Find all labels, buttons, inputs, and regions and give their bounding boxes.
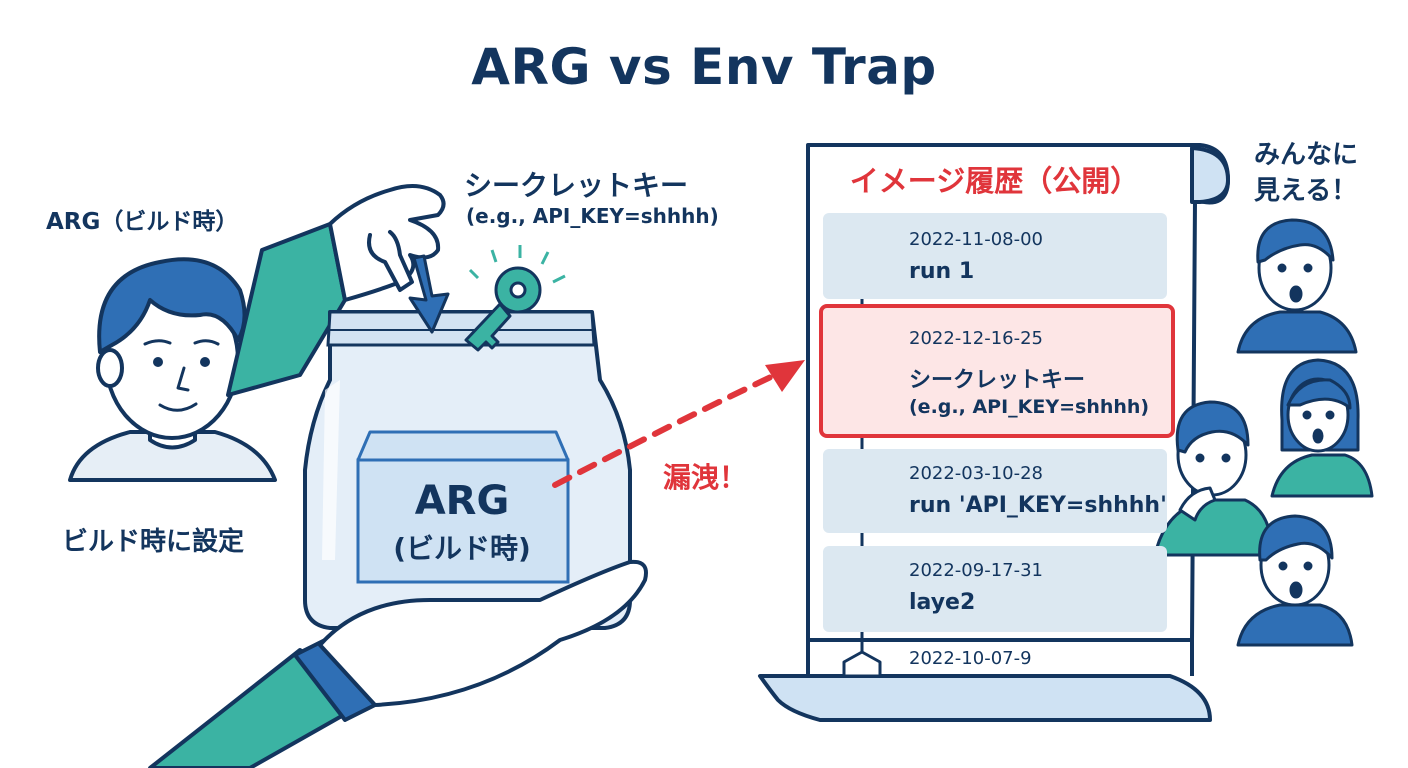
entry-date: 2022-11-08-00 [909,229,1044,250]
leak-label: 漏洩！ [663,461,748,494]
bag-illustration [303,310,632,630]
entry-sub: (e.g., API_KEY=shhhh) [909,396,1150,418]
key-icon [464,245,566,352]
upper-arm-illustration [226,184,446,397]
arg-label: ARG（ビルド時） [46,209,239,235]
history-title: イメージ履歴（公開） [849,164,1140,198]
onlooker-illustration [1153,400,1274,557]
bag-arg-label: ARG [414,478,510,524]
entry-text: run 1 [909,259,975,284]
history-entry: 2022-11-08-00 run 1 [823,213,1167,299]
build-time-set-label: ビルド時に設定 [62,527,245,557]
history-entry: 2022-10-07-9 [823,640,1167,676]
onlooker-illustration [1236,218,1358,354]
visible-to-all-label-line2: 見える！ [1254,176,1358,206]
leak-arrow [552,360,805,488]
history-entry-secret: 2022-12-16-25 シークレットキー (e.g., API_KEY=sh… [819,304,1175,438]
entry-date: 2022-03-10-28 [909,463,1044,484]
holding-hand-illustration [148,559,648,768]
history-entry: 2022-09-17-31 laye2 [823,546,1167,632]
entry-text: run 'API_KEY=shhhh' [909,493,1167,518]
onlooker-illustration [1236,514,1354,647]
entry-date: 2022-10-07-9 [909,648,1032,669]
secret-key-example: (e.g., API_KEY=shhhh) [466,204,719,228]
entry-text: laye2 [909,590,976,615]
drop-arrow-icon [408,254,450,334]
cube-icon [842,650,882,678]
entry-text: シークレットキー [909,368,1086,393]
history-entry: 2022-03-10-28 run 'API_KEY=shhhh' [823,449,1167,533]
onlooker-illustration [1270,358,1374,498]
entry-date: 2022-09-17-31 [909,560,1044,581]
entry-date: 2022-12-16-25 [909,328,1044,349]
developer-illustration [68,257,277,482]
visible-to-all-label-line1: みんなに [1254,140,1359,170]
secret-key-label: シークレットキー [464,169,689,202]
page-title: ARG vs Env Trap [471,38,937,96]
bag-build-time-label: (ビルド時) [393,532,531,565]
